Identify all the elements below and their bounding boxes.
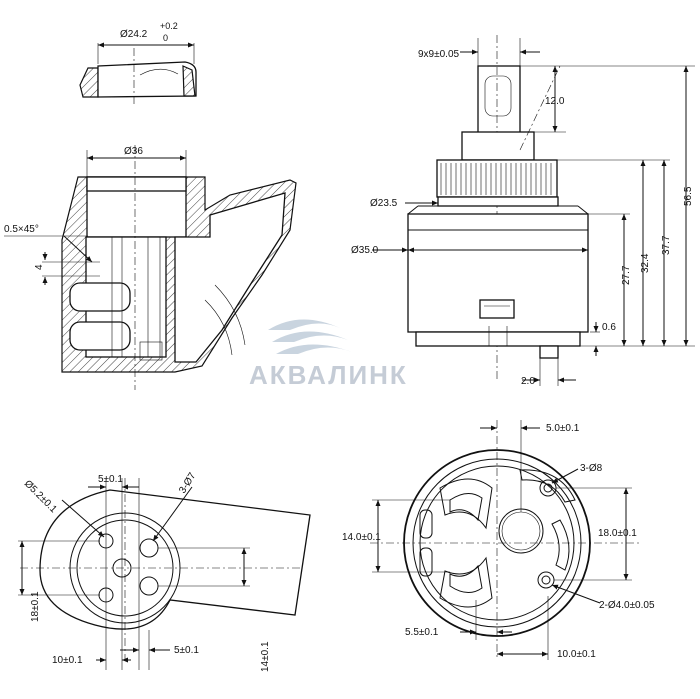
dim-br-180: 18.0±0.1	[598, 528, 637, 539]
dim-h32: 32.4	[640, 253, 651, 273]
dim-bl-5: 5±0.1	[98, 474, 123, 485]
dim-sq: 9x9±0.05	[418, 49, 460, 60]
dim-d23: Ø23.5	[370, 198, 398, 209]
dim-h20: 2.0	[521, 376, 535, 387]
dim-h06: 0.6	[602, 322, 616, 333]
dim-br-140: 14.0±0.1	[342, 532, 381, 543]
dim-d35: Ø35.0	[351, 245, 379, 256]
dim-br-3d8: 3-Ø8	[580, 463, 603, 474]
cartridge-side	[372, 35, 695, 386]
watermark-text: АКВАЛИНК	[249, 360, 408, 390]
dim-bl-18: 18±0.1	[30, 591, 41, 622]
dim-chamfer: 0.5×45°	[4, 224, 39, 235]
dim-bl-d52: Ø5.2±0.1	[22, 478, 59, 515]
dim-br-55: 5.5±0.1	[405, 627, 439, 638]
mount-face	[18, 478, 311, 670]
dim-d36: Ø36	[124, 146, 143, 157]
dim-bl-3d7: 3-Ø7	[177, 471, 198, 496]
dim-h56: 56.5	[683, 186, 694, 206]
ring-detail	[79, 42, 197, 104]
cartridge-bottom	[370, 420, 640, 660]
dim-d24-tol-dn: 0	[163, 33, 168, 43]
watermark-logo	[268, 319, 352, 354]
dim-bl-10: 10±0.1	[52, 655, 83, 666]
dim-d24-tol-up: +0.2	[160, 21, 178, 31]
dim-four: 4	[34, 264, 45, 270]
dim-bl-5b: 5±0.1	[174, 645, 199, 656]
chamfer-arrow	[63, 235, 93, 263]
body-section	[61, 145, 297, 390]
dim-bl-14: 14±0.1	[260, 641, 271, 672]
dim-h12: 12.0	[545, 96, 565, 107]
dim-br-50: 5.0±0.1	[546, 423, 580, 434]
dim-h37: 37.7	[661, 235, 672, 255]
dim-h27: 27.7	[621, 265, 632, 285]
dim-br-100: 10.0±0.1	[557, 649, 596, 660]
dim-br-2d4: 2-Ø4.0±0.05	[599, 600, 655, 611]
dim-d24: Ø24.2	[120, 29, 148, 40]
